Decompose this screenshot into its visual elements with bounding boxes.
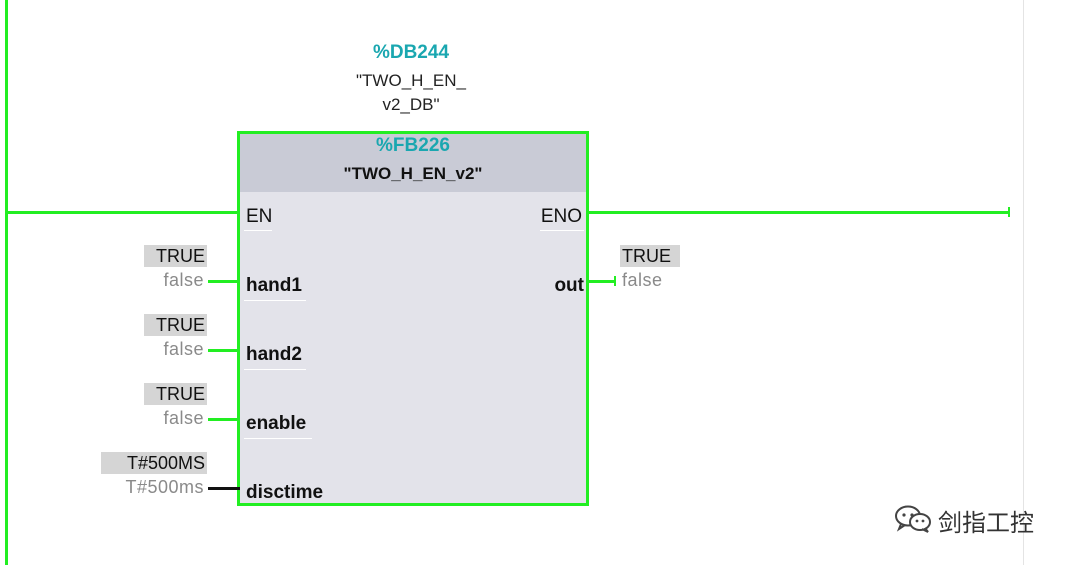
pin-eno-label: ENO <box>540 206 582 227</box>
en-wire[interactable] <box>5 211 239 214</box>
out-wire-end <box>614 276 616 286</box>
instance-db-address[interactable]: %DB244 <box>372 42 450 63</box>
function-block-address: %FB226 <box>376 135 450 156</box>
out-value[interactable]: false <box>622 270 663 290</box>
pin-hand1-label: hand1 <box>246 275 302 296</box>
hand2-wire[interactable] <box>208 349 240 352</box>
hand2-monitor-badge[interactable]: TRUE <box>144 314 207 336</box>
disctime-monitor-badge[interactable]: T#500MS <box>101 452 207 474</box>
out-monitor-badge[interactable]: TRUE <box>620 245 680 267</box>
pin-hand2-label: hand2 <box>246 344 302 365</box>
pin-hand1-underline <box>244 300 306 301</box>
eno-wire[interactable] <box>586 211 1010 214</box>
out-wire[interactable] <box>586 280 615 283</box>
pin-eno-underline <box>540 230 584 231</box>
disctime-value[interactable]: T#500ms <box>125 477 204 497</box>
enable-wire[interactable] <box>208 418 240 421</box>
left-power-rail <box>5 0 8 565</box>
pin-en-label: EN <box>246 206 273 227</box>
pin-enable-label: enable <box>246 413 307 434</box>
function-block-box[interactable]: %FB226 "TWO_H_EN_v2" EN ENO hand1 out ha… <box>237 131 589 506</box>
hand1-wire[interactable] <box>208 280 240 283</box>
enable-value[interactable]: false <box>163 408 204 428</box>
hand1-monitor-badge[interactable]: TRUE <box>144 245 207 267</box>
pin-enable-underline <box>244 438 312 439</box>
hand1-value[interactable]: false <box>163 270 204 290</box>
pin-out-label: out <box>554 275 584 296</box>
eno-wire-end <box>1008 207 1010 217</box>
enable-monitor-badge[interactable]: TRUE <box>144 383 207 405</box>
instance-db-name-line2[interactable]: v2_DB" <box>382 95 440 114</box>
watermark-text: 剑指工控 <box>938 510 1034 537</box>
disctime-wire[interactable] <box>208 487 240 490</box>
network-border-line <box>1023 0 1024 565</box>
pin-en-underline <box>244 230 272 231</box>
pin-hand2-underline <box>244 369 306 370</box>
pin-disctime-label: disctime <box>246 482 324 503</box>
hand2-value[interactable]: false <box>163 339 204 359</box>
wechat-icon <box>893 504 933 534</box>
instance-db-name-line1[interactable]: "TWO_H_EN_ <box>356 71 466 90</box>
function-block-header <box>240 134 586 192</box>
function-block-name: "TWO_H_EN_v2" <box>343 164 483 183</box>
